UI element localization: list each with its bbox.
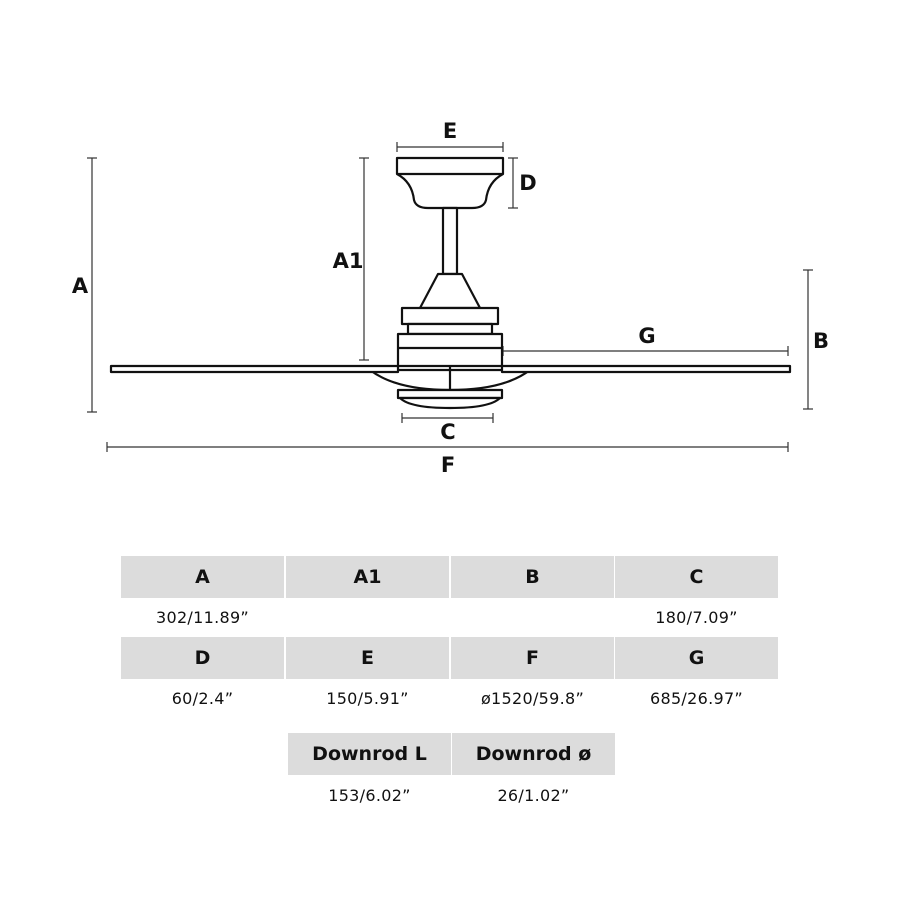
light-kit-top <box>396 388 504 400</box>
dimension-a: A <box>72 157 97 413</box>
dimension-b: B <box>803 269 829 410</box>
header-a: A <box>121 556 284 598</box>
header-g: G <box>615 637 778 679</box>
canopy <box>395 156 505 210</box>
header-downrod-diameter: Downrod ø <box>452 733 615 775</box>
header-a1: A1 <box>286 556 449 598</box>
value-downrod-diameter: 26/1.02” <box>497 786 570 805</box>
value-e: 150/5.91” <box>326 689 409 708</box>
value-downrod-length: 153/6.02” <box>328 786 411 805</box>
header-downrod-length: Downrod L <box>288 733 451 775</box>
header-b: B <box>451 556 614 598</box>
light-kit-globe <box>398 396 502 410</box>
value-d: 60/2.4” <box>171 689 234 708</box>
header-e: E <box>286 637 449 679</box>
value-a: 302/11.89” <box>155 608 250 627</box>
dimension-e: E <box>396 119 504 152</box>
value-g: 685/26.97” <box>649 689 744 708</box>
dimension-b-label: B <box>813 329 829 353</box>
motor-mid <box>406 322 494 336</box>
dimension-g: G <box>502 324 789 356</box>
motor-top-ring <box>400 306 500 326</box>
header-c: C <box>615 556 778 598</box>
header-d: D <box>121 637 284 679</box>
ceiling-fan-dimension-diagram: A A1 E D G B C <box>72 119 829 477</box>
value-f: ø1520/59.8” <box>480 689 585 708</box>
dimension-f-label: F <box>441 453 455 477</box>
dimension-c: C <box>401 413 494 444</box>
downrod <box>441 206 459 276</box>
header-f: F <box>451 637 614 679</box>
dimension-e-label: E <box>443 119 457 143</box>
fan-drawing <box>109 156 792 410</box>
dimension-c-label: C <box>440 420 455 444</box>
dimension-a1: A1 <box>333 157 369 361</box>
value-c: 180/7.09” <box>655 608 738 627</box>
right-blade <box>500 364 792 374</box>
dimension-d-label: D <box>519 171 536 195</box>
dimension-a1-label: A1 <box>333 249 364 273</box>
motor-housing <box>396 332 504 368</box>
downrod-coupler <box>418 272 482 310</box>
dimension-g-label: G <box>638 324 655 348</box>
left-blade <box>109 364 400 374</box>
dimension-d: D <box>508 157 537 209</box>
dimension-f: F <box>106 442 789 477</box>
dimension-a-label: A <box>72 274 89 298</box>
